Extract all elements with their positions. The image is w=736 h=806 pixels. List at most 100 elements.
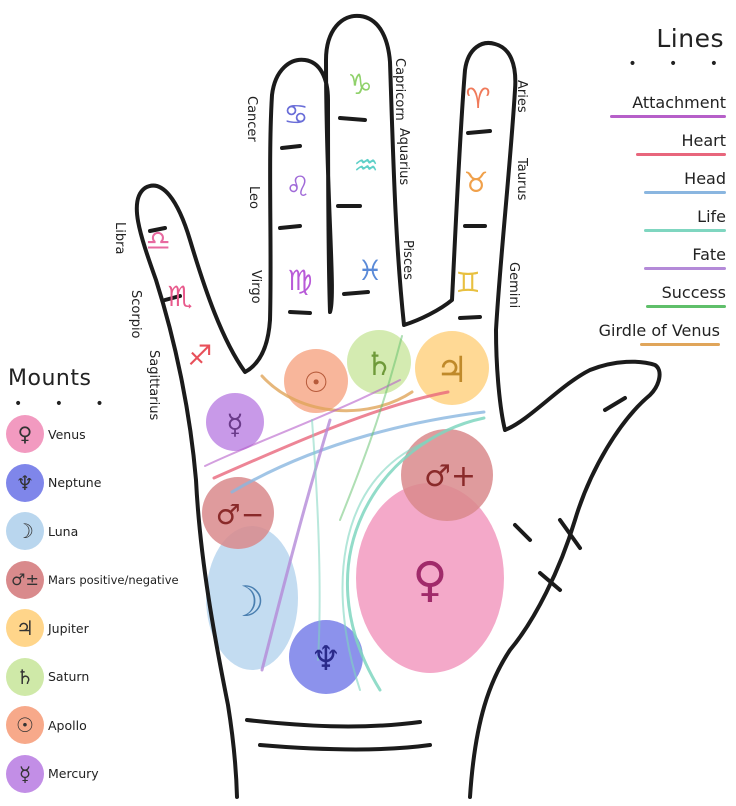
mount-label: Luna	[48, 523, 79, 539]
line-label: Girdle of Venus	[598, 321, 720, 340]
palm-mounts	[202, 330, 504, 694]
attachment-line	[204, 379, 401, 467]
aquarius-glyph: ♒	[353, 149, 378, 182]
saturn-icon: ♄	[6, 657, 44, 696]
mars-positive-glyph: ♂+	[424, 459, 476, 494]
life-line-2	[341, 439, 431, 691]
mount-item-neptune: ♆ Neptune	[6, 459, 186, 508]
line-item-fate: Fate	[556, 244, 726, 282]
line-swatch	[640, 343, 720, 346]
mars-icon: ♂±	[6, 560, 44, 599]
zodiac-glyphs: ♎ ♏ ♐ ♋ ♌ ♍ ♑ ♒ ♓ ♈ ♉ ♊	[145, 68, 490, 372]
line-swatch	[636, 153, 726, 156]
heart-line	[212, 390, 450, 480]
mount-venus	[356, 483, 504, 673]
libra-glyph: ♎	[145, 224, 170, 257]
mount-item-mercury: ☿ Mercury	[6, 750, 186, 799]
fate-line-2	[311, 419, 321, 661]
mount-label: Venus	[48, 426, 86, 442]
sagittarius-glyph: ♐	[187, 339, 212, 372]
mount-item-luna: ☽ Luna	[6, 507, 186, 556]
capricorn-glyph: ♑	[347, 68, 372, 101]
mount-apollo	[284, 349, 348, 413]
zodiac-labels: Libra Scorpio Sagittarius Cancer Leo Vir…	[112, 58, 529, 420]
leo-label: Leo	[246, 186, 261, 209]
line-swatch	[646, 305, 726, 308]
line-item-girdle-of-venus: Girdle of Venus	[566, 320, 726, 358]
pisces-glyph: ♓	[357, 254, 382, 287]
libra-label: Libra	[112, 222, 127, 254]
gemini-label: Gemini	[506, 262, 521, 308]
aries-label: Aries	[514, 80, 529, 113]
cancer-label: Cancer	[244, 96, 259, 142]
scorpio-label: Scorpio	[128, 290, 143, 339]
mount-item-jupiter: ♃ Jupiter	[6, 604, 186, 653]
hand-outline	[134, 13, 662, 799]
taurus-label: Taurus	[514, 157, 529, 201]
mount-item-apollo: ☉ Apollo	[6, 701, 186, 750]
line-label: Head	[684, 169, 726, 188]
moon-icon: ☽	[6, 512, 44, 551]
line-label: Life	[697, 207, 726, 226]
neptune-icon: ♆	[6, 463, 44, 502]
mount-label: Jupiter	[48, 620, 89, 636]
line-item-life: Life	[556, 206, 726, 244]
mount-neptune	[289, 620, 363, 694]
line-swatch	[644, 267, 726, 270]
jupiter-mount-glyph: ♃	[436, 350, 468, 391]
line-swatch	[644, 191, 726, 194]
line-label: Attachment	[632, 93, 726, 112]
mount-mars-negative	[202, 477, 274, 549]
mercury-icon: ☿	[6, 754, 44, 793]
sagittarius-label: Sagittarius	[146, 350, 161, 420]
luna-mount-glyph: ☽	[227, 577, 265, 626]
mounts-legend-title: Mounts	[8, 366, 92, 391]
mount-mars-positive	[401, 429, 493, 521]
line-item-success: Success	[556, 282, 726, 320]
line-item-head: Head	[556, 168, 726, 206]
lines-legend: Attachment Heart Head Life Fate Success …	[556, 92, 726, 358]
capricorn-label: Capricorn	[392, 58, 407, 121]
mars-negative-glyph: ♂−	[216, 498, 265, 531]
palm-lines	[204, 335, 486, 692]
aries-glyph: ♈	[465, 82, 490, 115]
venus-mount-glyph: ♀	[412, 552, 447, 608]
line-label: Fate	[692, 245, 726, 264]
aquarius-label: Aquarius	[396, 128, 411, 185]
head-line	[230, 410, 486, 494]
mount-label: Neptune	[48, 475, 102, 491]
mount-label: Apollo	[48, 717, 87, 733]
line-swatch	[610, 115, 726, 118]
neptune-mount-glyph: ♆	[311, 639, 341, 679]
leo-glyph: ♌	[285, 170, 310, 203]
venus-icon: ♀	[6, 415, 44, 454]
mount-label: Mercury	[48, 766, 99, 782]
saturn-mount-glyph: ♄	[365, 345, 394, 383]
taurus-glyph: ♉	[463, 166, 488, 199]
mount-glyphs: ☿ ☉ ♄ ♃ ♂− ♂+ ☽ ♀ ♆	[216, 345, 476, 679]
success-line	[339, 335, 403, 521]
life-line	[345, 416, 486, 692]
line-item-heart: Heart	[556, 130, 726, 168]
mount-luna	[206, 526, 298, 670]
scorpio-glyph: ♏	[167, 280, 192, 313]
virgo-glyph: ♍	[287, 264, 312, 297]
mount-label: Mars positive/negative	[48, 572, 179, 587]
mounts-legend-dots: • • •	[14, 396, 118, 412]
lines-legend-dots: • • •	[628, 56, 732, 72]
mercury-mount-glyph: ☿	[226, 408, 243, 441]
line-item-attachment: Attachment	[556, 92, 726, 130]
line-label: Heart	[681, 131, 726, 150]
gemini-glyph: ♊	[455, 266, 480, 299]
fate-line	[260, 418, 332, 672]
mount-label: Saturn	[48, 669, 90, 685]
jupiter-icon: ♃	[6, 609, 44, 648]
virgo-label: Virgo	[248, 270, 263, 304]
line-label: Success	[661, 283, 726, 302]
mount-saturn	[347, 330, 411, 394]
line-swatch	[644, 229, 726, 232]
mounts-legend: ♀ Venus ♆ Neptune ☽ Luna ♂± Mars positiv…	[6, 410, 186, 798]
sun-icon: ☉	[6, 706, 44, 745]
lines-legend-title: Lines	[656, 24, 724, 53]
